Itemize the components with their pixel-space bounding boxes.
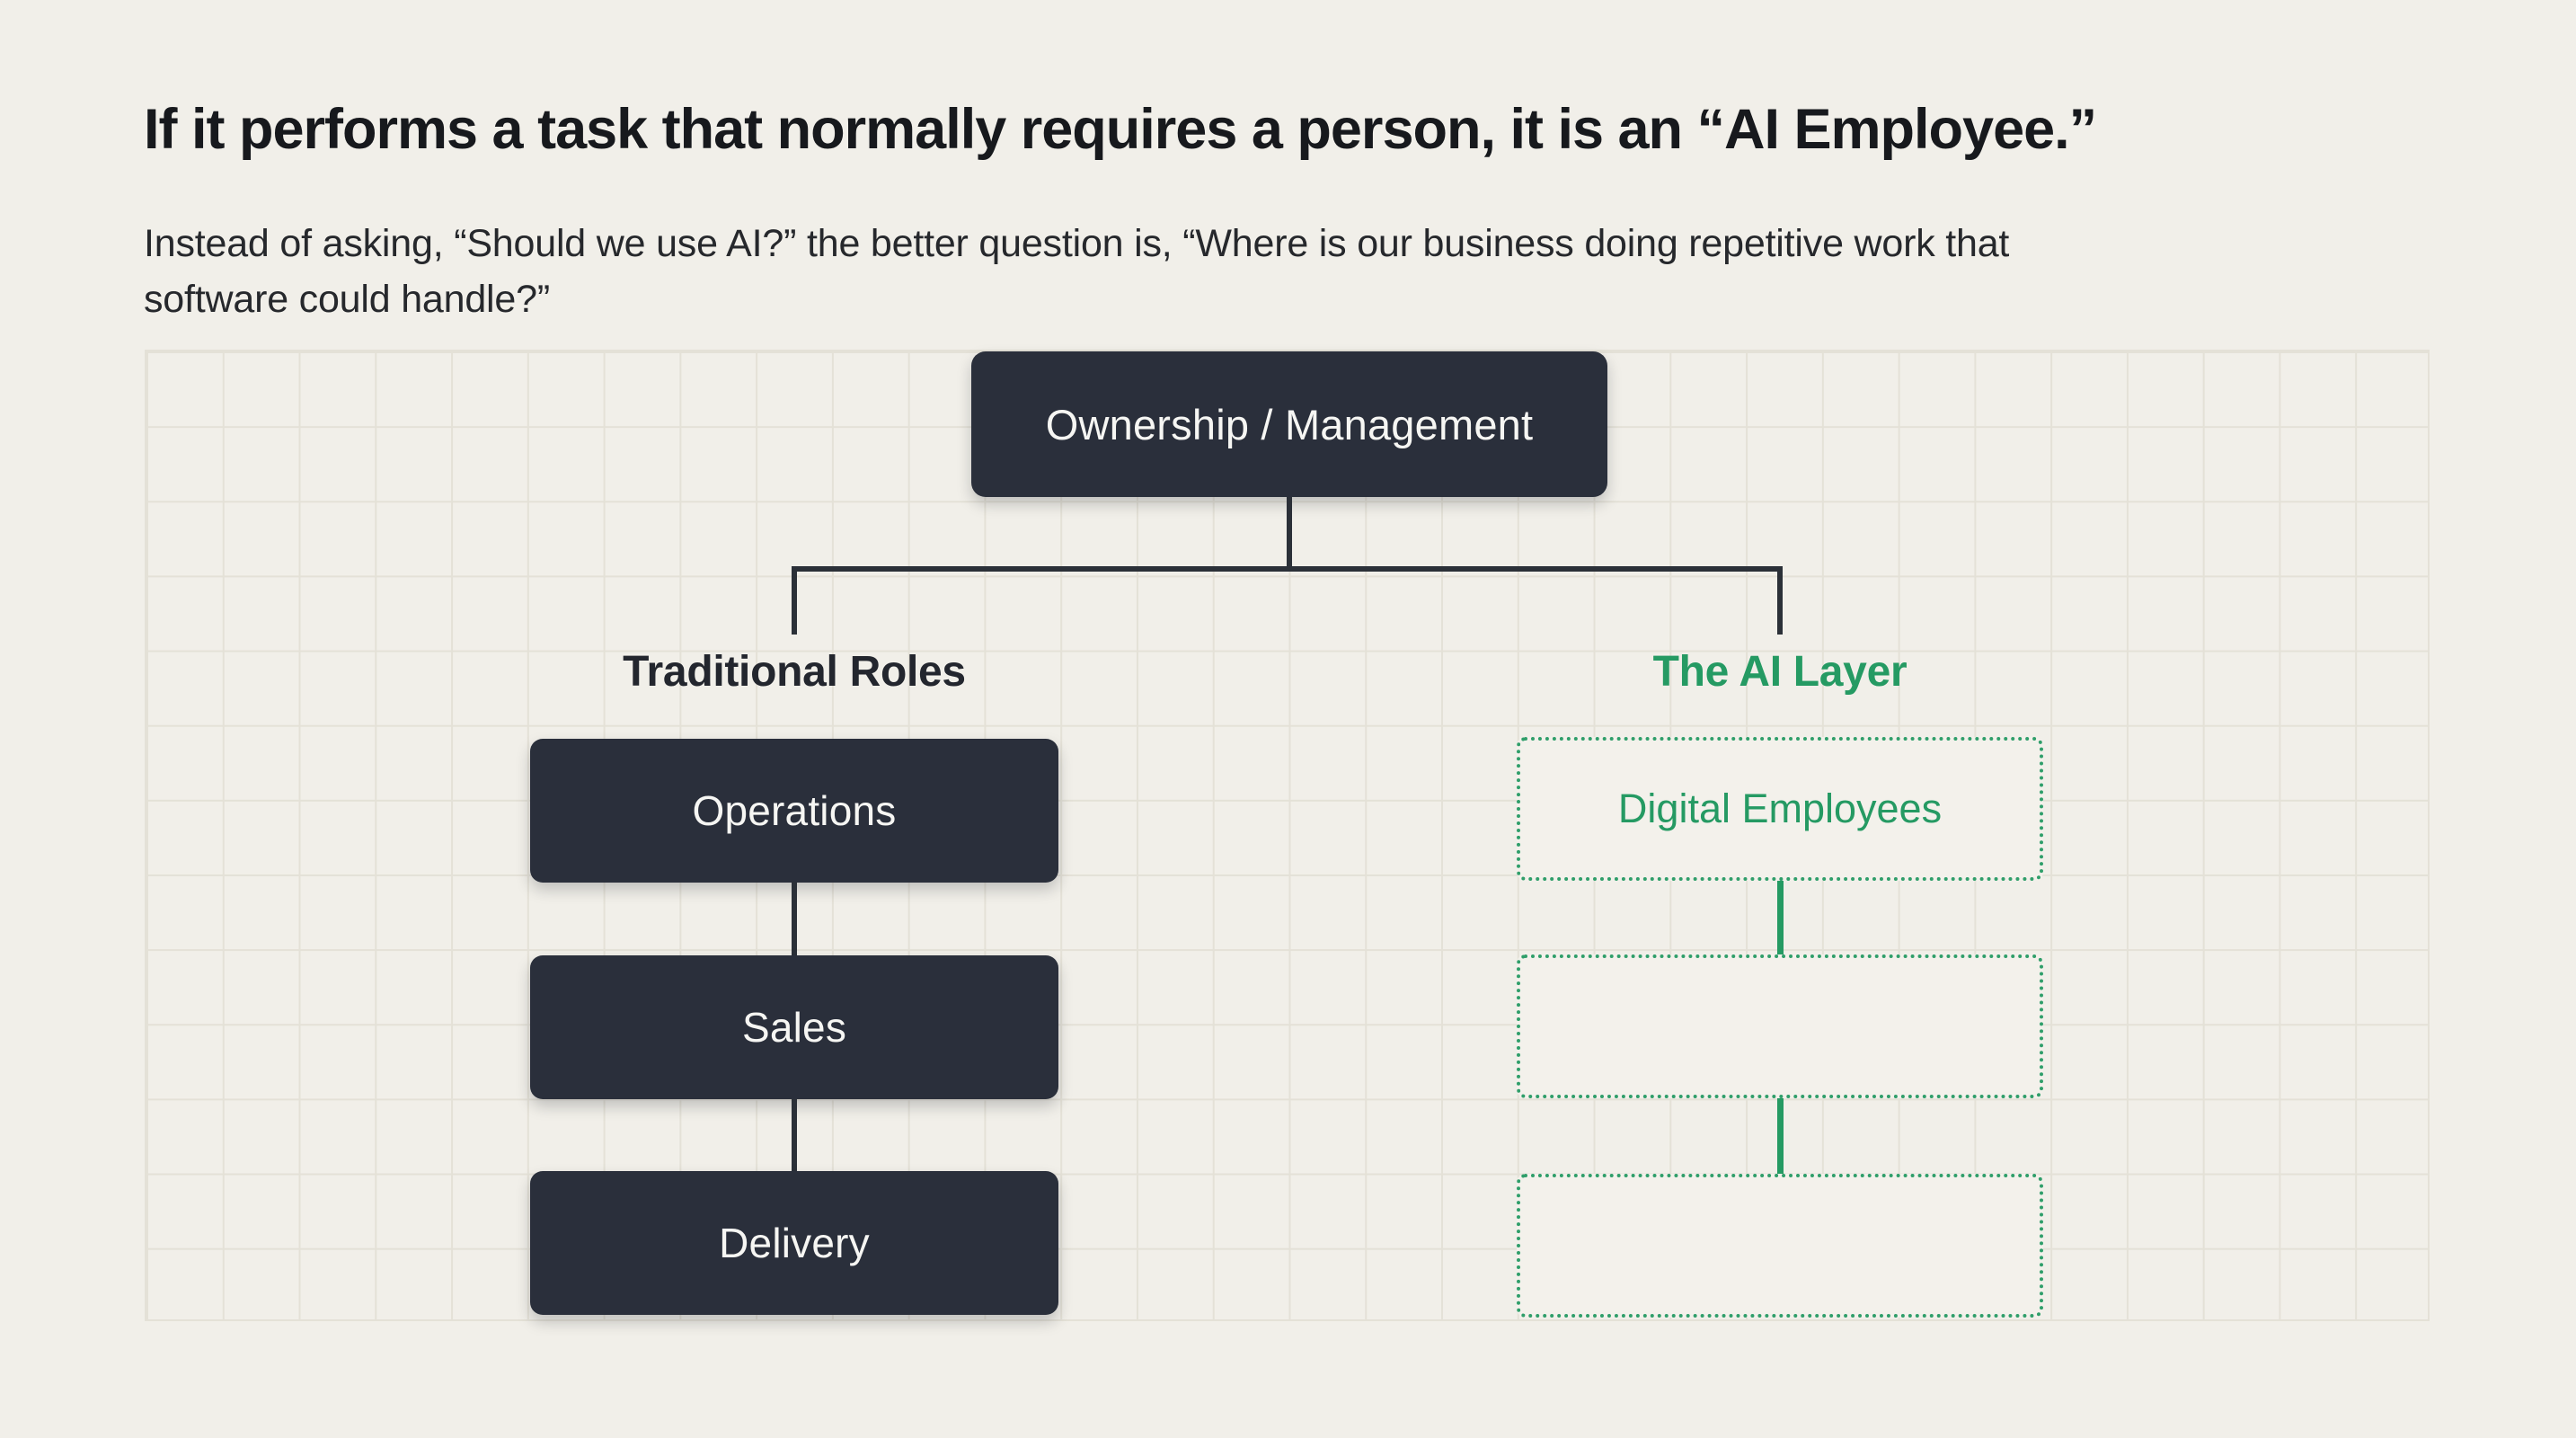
node-digital-employees: Digital Employees — [1517, 737, 2043, 881]
page-title: If it performs a task that normally requ… — [144, 98, 2097, 161]
node-sales-label: Sales — [741, 1004, 847, 1051]
branch-heading-traditional-roles: Traditional Roles — [623, 648, 966, 696]
node-ownership-management: Ownership / Management — [971, 351, 1607, 497]
page-subtitle: Instead of asking, “Should we use AI?” t… — [144, 216, 2009, 327]
connector-digital-employees-slot2 — [1777, 881, 1784, 954]
subtitle-line-2: software could handle?” — [144, 278, 550, 321]
connector-slot2-slot3 — [1777, 1098, 1784, 1174]
node-ai-slot-empty-1 — [1517, 954, 2043, 1098]
subtitle-line-1: Instead of asking, “Should we use AI?” t… — [144, 222, 2010, 265]
node-ai-slot-empty-2 — [1517, 1174, 2043, 1318]
node-delivery: Delivery — [530, 1171, 1058, 1315]
node-operations-label: Operations — [692, 787, 897, 834]
connector-branch-bar — [792, 566, 1783, 572]
node-operations: Operations — [530, 739, 1058, 883]
connector-drop-traditional — [792, 566, 797, 635]
connector-drop-ai-layer — [1777, 566, 1783, 635]
node-digital-employees-label: Digital Employees — [1617, 786, 1943, 831]
connector-root-stem — [1287, 497, 1292, 571]
branch-heading-ai-layer: The AI Layer — [1652, 648, 1908, 696]
node-sales: Sales — [530, 955, 1058, 1099]
connector-sales-delivery — [792, 1099, 797, 1171]
node-delivery-label: Delivery — [719, 1220, 870, 1266]
connector-operations-sales — [792, 882, 797, 955]
node-ownership-management-label: Ownership / Management — [1045, 400, 1534, 448]
